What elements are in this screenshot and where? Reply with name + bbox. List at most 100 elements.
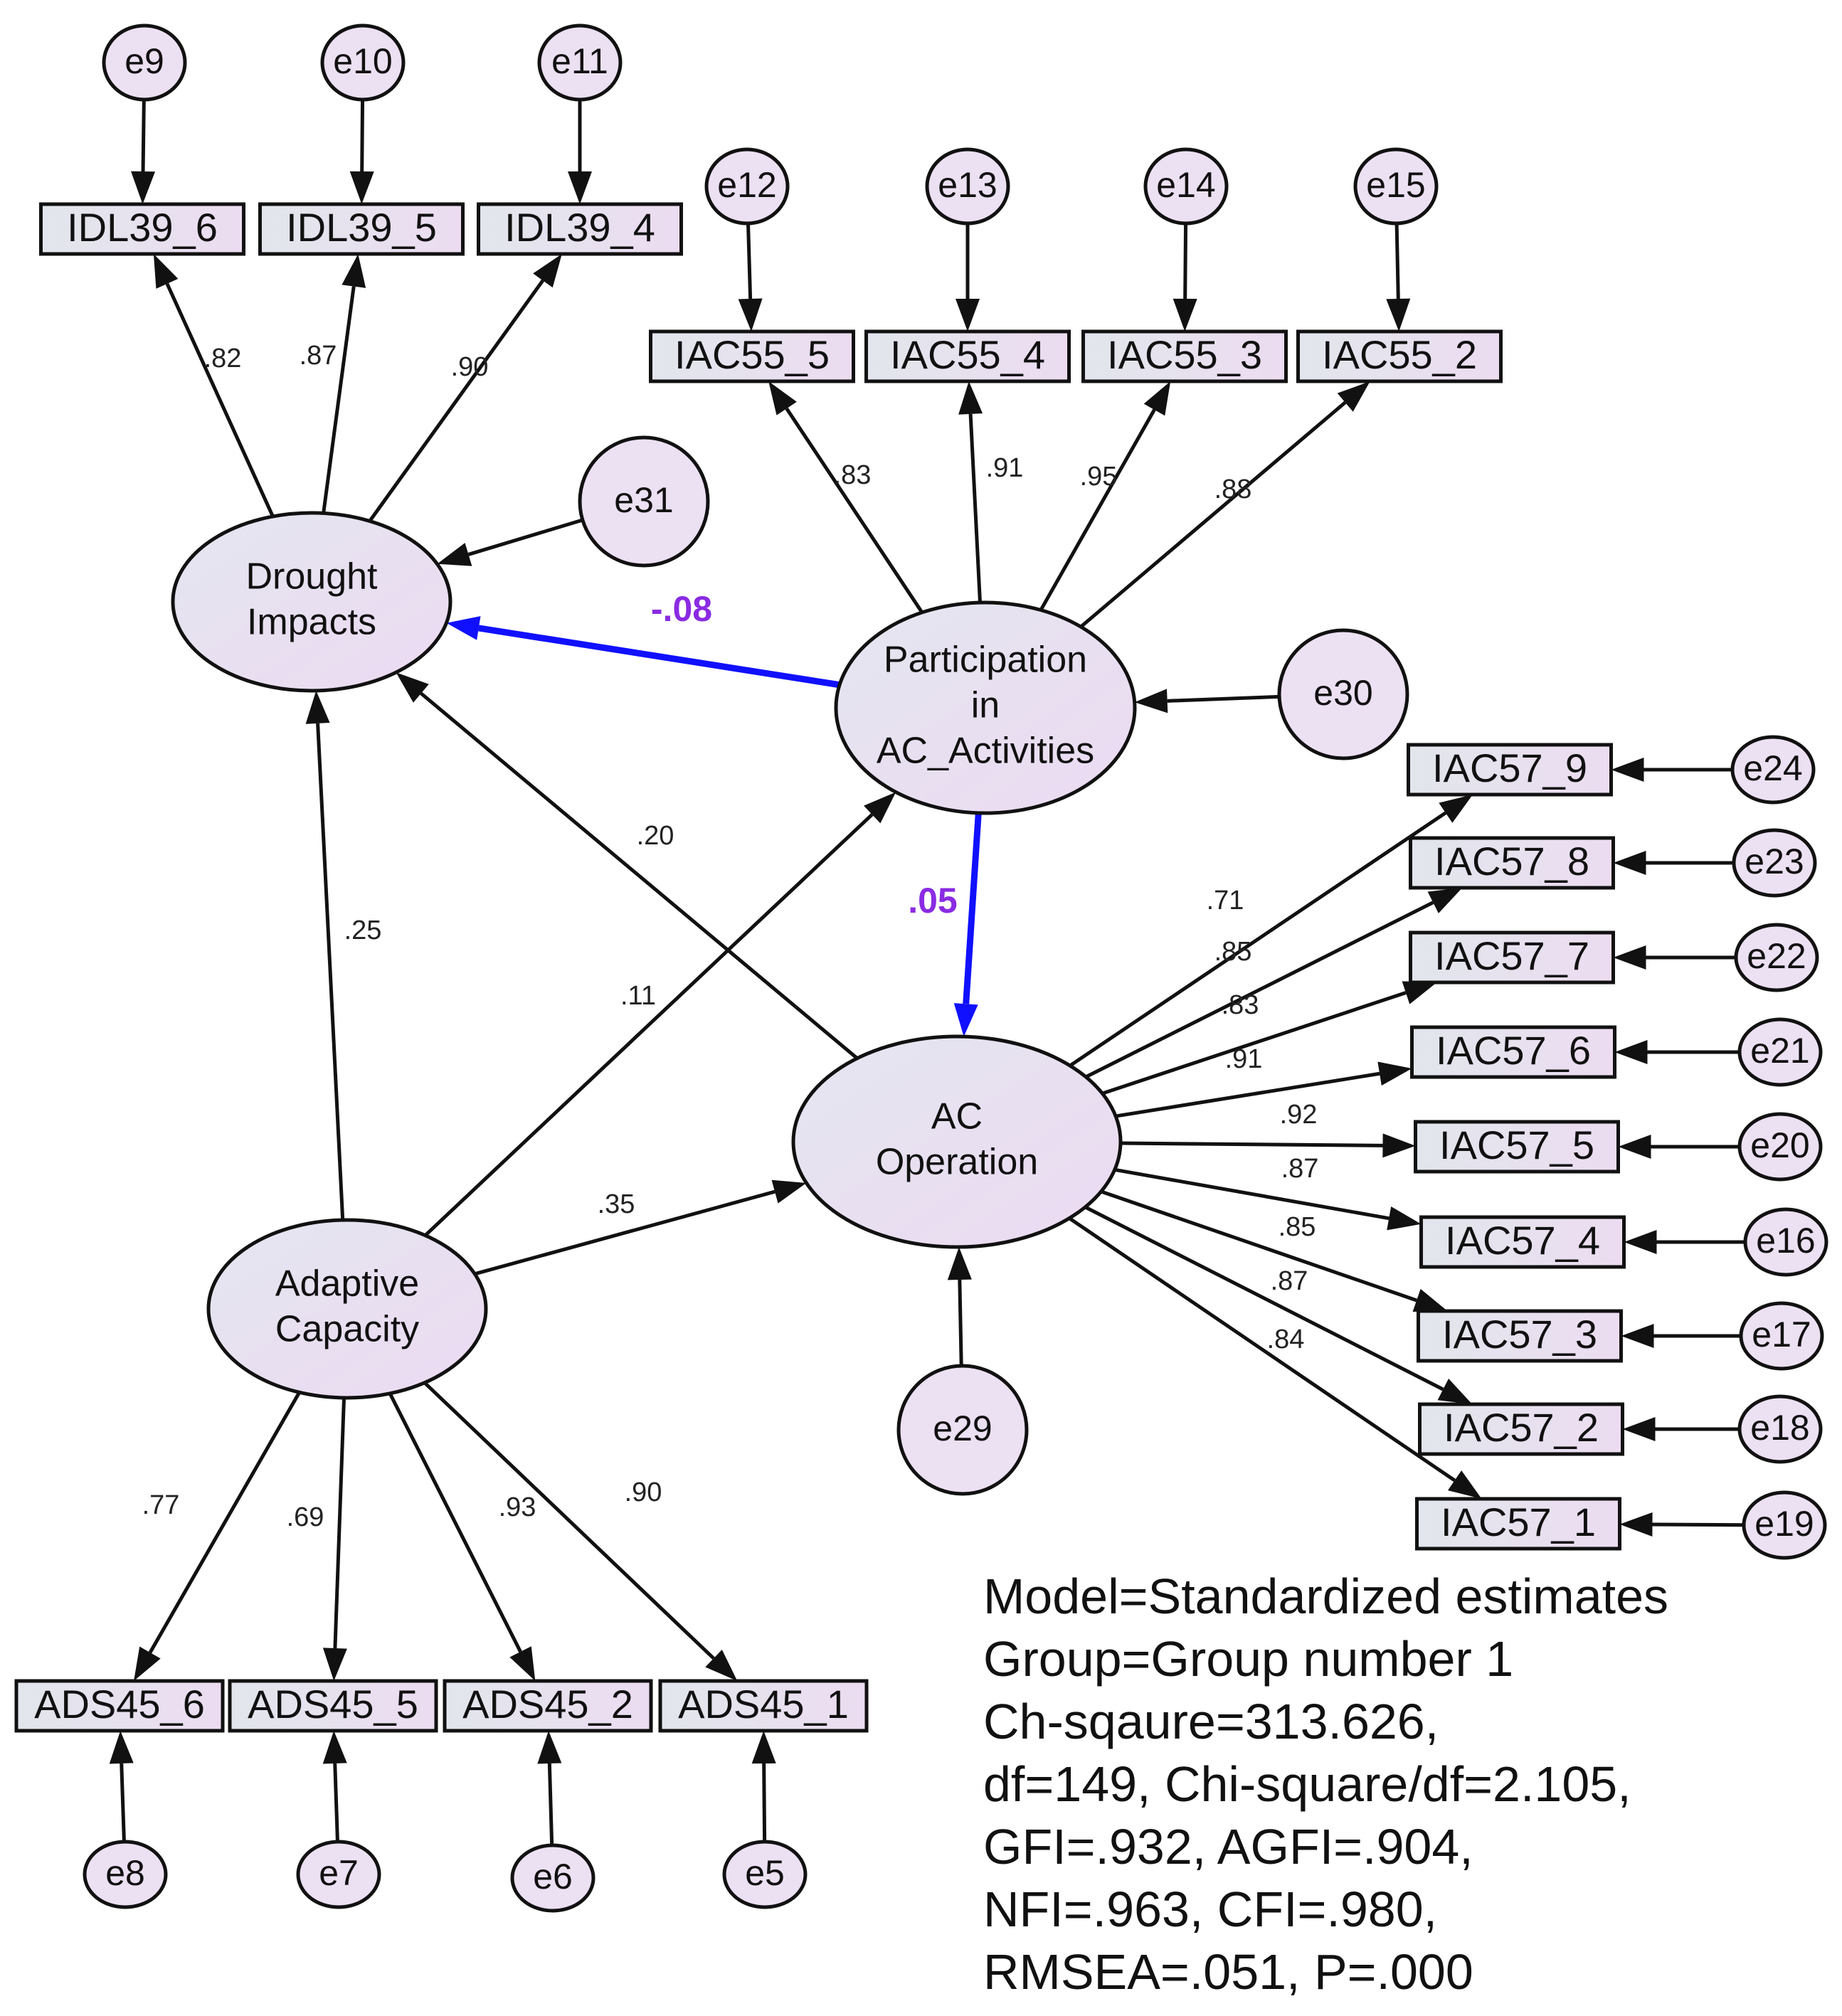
arrowhead [958, 381, 983, 415]
observed-variable [1415, 1497, 1621, 1551]
loading-label: .87 [300, 341, 337, 371]
latent-variable [171, 511, 452, 693]
error-arrow [360, 99, 365, 172]
observed-variable [39, 202, 245, 256]
structural-path-arrow [420, 691, 859, 1060]
loading-label: .92 [1280, 1100, 1318, 1130]
latent-label: AC [931, 1096, 983, 1137]
arrowhead [1173, 298, 1197, 331]
arrowhead [109, 1731, 134, 1764]
loading-label: .83 [1222, 990, 1259, 1020]
arrowhead [1337, 381, 1370, 412]
arrowhead [568, 171, 592, 204]
error-label: e19 [1754, 1504, 1814, 1544]
observed-label: IAC55_5 [674, 332, 830, 377]
observed-variable [1407, 743, 1613, 797]
fit-line: GFI=.932, AGFI=.904, [983, 1819, 1473, 1874]
arrowhead [1412, 1288, 1448, 1312]
observed-label: IAC57_9 [1432, 746, 1587, 790]
loading-arrow [322, 286, 356, 514]
path-coefficient: .35 [598, 1189, 635, 1219]
latent-label: Capacity [275, 1309, 419, 1350]
path-coefficient: .20 [637, 821, 674, 851]
latent-variable [791, 1034, 1123, 1249]
observed-variable [1410, 1025, 1616, 1079]
arrowhead [1614, 1040, 1648, 1064]
error-term [1743, 1207, 1828, 1277]
error-label: e5 [745, 1853, 785, 1893]
error-label: e31 [614, 480, 673, 520]
error-label: e9 [125, 41, 164, 81]
observed-label: IAC57_8 [1434, 839, 1589, 884]
error-label: e23 [1745, 842, 1804, 881]
error-term [510, 1843, 596, 1913]
loading-label: .90 [451, 352, 489, 382]
error-arrow [141, 99, 146, 172]
loading-label: .83 [834, 460, 872, 490]
arrowhead [342, 254, 366, 288]
error-label: e18 [1750, 1408, 1809, 1448]
fit-line: df=149, Chi-square/df=2.105, [983, 1756, 1631, 1812]
error-label: e7 [319, 1853, 359, 1893]
error-label: e15 [1366, 165, 1425, 205]
observed-variable [477, 202, 683, 256]
structural-path-arrow [423, 813, 874, 1237]
latent-label: in [971, 685, 1000, 726]
arrowhead [437, 543, 472, 566]
observed-label: ADS45_5 [248, 1682, 418, 1726]
observed-variable [258, 202, 465, 256]
observed-variable [1081, 329, 1288, 383]
error-term [296, 1840, 381, 1909]
loading-label: .84 [1267, 1325, 1305, 1354]
observed-label: IAC57_7 [1434, 933, 1589, 978]
latent-label: Impacts [247, 602, 376, 643]
loading-arrow [148, 1391, 301, 1654]
loading-arrow [333, 1397, 346, 1649]
observed-variable [1409, 930, 1615, 985]
path-coefficient: .11 [620, 981, 656, 1011]
arrowhead [705, 1649, 738, 1681]
observed-variable [864, 329, 1071, 383]
observed-variable [1417, 1309, 1623, 1363]
loading-label: .82 [204, 344, 242, 373]
error-label: e6 [533, 1857, 573, 1896]
observed-label: IDL39_4 [504, 205, 655, 250]
latent-variable [834, 600, 1137, 815]
error-label: e24 [1743, 748, 1802, 788]
error-term [83, 1840, 168, 1909]
arrowhead [738, 298, 763, 331]
fit-line: Group=Group number 1 [983, 1631, 1514, 1687]
latent-label: Operation [876, 1142, 1038, 1183]
error-label: e21 [1750, 1031, 1809, 1071]
arrowhead [768, 381, 797, 415]
fit-line: Model=Standardized estimates [983, 1569, 1669, 1624]
arrowhead [1613, 945, 1646, 970]
error-term [704, 147, 790, 226]
error-term [1143, 147, 1229, 226]
loading-arrow [1100, 1189, 1417, 1303]
latent-variable [206, 1218, 488, 1400]
error-label: e14 [1156, 165, 1215, 205]
arrowhead [537, 1731, 562, 1764]
loading-arrow [368, 279, 544, 522]
loading-label: .90 [625, 1477, 662, 1507]
error-term [102, 23, 187, 102]
error-arrow [120, 1763, 126, 1842]
loading-label: .93 [499, 1492, 536, 1522]
arrowhead [1386, 298, 1411, 331]
error-label: e13 [938, 165, 997, 205]
error-label: e8 [105, 1853, 145, 1893]
observed-label: ADS45_2 [462, 1682, 633, 1726]
latent-label: Participation [884, 640, 1087, 681]
loading-arrow [1115, 1071, 1380, 1118]
arrowhead [864, 792, 896, 824]
error-term [1353, 147, 1439, 226]
arrowhead [1447, 1470, 1482, 1499]
loading-label: .95 [1080, 462, 1118, 492]
error-term [1732, 828, 1817, 898]
loading-label: .69 [287, 1502, 324, 1532]
fit-line: RMSEA=.051, P=.000 [983, 1944, 1473, 2000]
observed-label: IAC57_4 [1445, 1218, 1600, 1263]
error-term [1737, 1017, 1823, 1087]
